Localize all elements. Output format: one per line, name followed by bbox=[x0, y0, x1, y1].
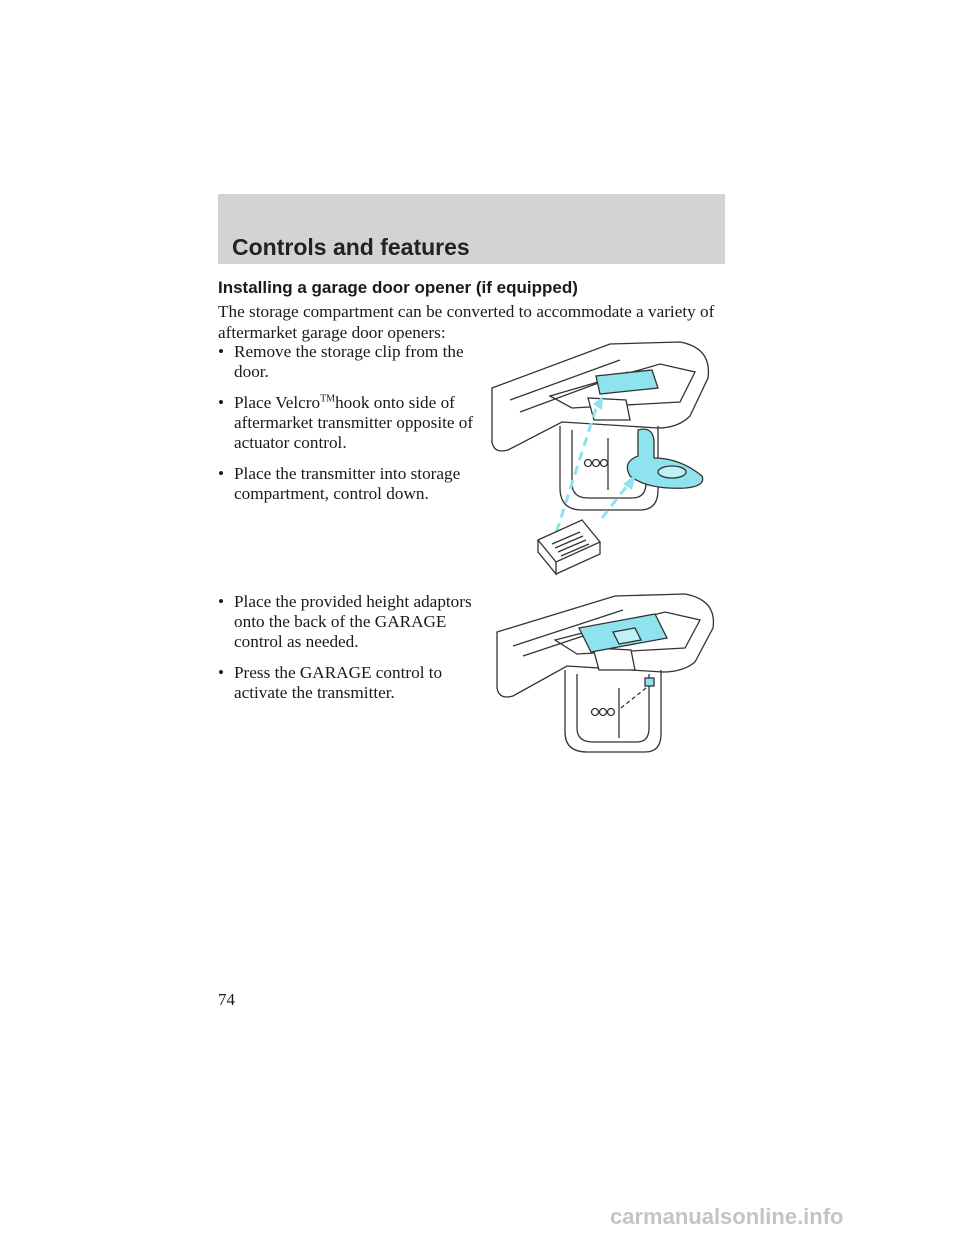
bullet: • bbox=[218, 393, 225, 412]
garage-transmitter bbox=[536, 519, 602, 576]
install-direction-arrows bbox=[550, 401, 632, 547]
list-item: • Press the GARAGE control to activate t… bbox=[218, 663, 478, 703]
section-subheading: Installing a garage door opener (if equi… bbox=[218, 278, 578, 297]
step-text-before: Place Velcro bbox=[234, 393, 321, 412]
step-text: Press the GARAGE control to activate the… bbox=[234, 663, 443, 702]
bullet: • bbox=[218, 592, 225, 611]
page-number: 74 bbox=[218, 990, 235, 1009]
list-item: • Place the provided height adaptors ont… bbox=[218, 592, 478, 652]
step-text: Place the provided height adaptors onto … bbox=[234, 592, 472, 651]
transmitter-install-illustration bbox=[491, 341, 710, 576]
steps-list-2: • Place the provided height adaptors ont… bbox=[218, 592, 478, 714]
garage-control-illustration bbox=[496, 593, 715, 753]
overhead-console-outline bbox=[496, 593, 715, 753]
garage-control-button bbox=[644, 677, 655, 687]
velcro-pad bbox=[595, 369, 659, 395]
steps-list-1: • Remove the storage clip from the door.… bbox=[218, 342, 478, 515]
list-item: • Place VelcroTMhook onto side of afterm… bbox=[218, 393, 478, 453]
watermark: carmanualsonline.info bbox=[610, 1204, 844, 1229]
arrow-head-diag bbox=[623, 474, 636, 490]
bullet: • bbox=[218, 342, 225, 361]
bullet: • bbox=[218, 663, 225, 682]
arrow-head-up bbox=[593, 396, 603, 410]
intro-paragraph: The storage compartment can be converted… bbox=[218, 302, 715, 342]
step-text: Remove the storage clip from the door. bbox=[234, 342, 464, 381]
step-text-after: hook onto side of aftermarket transmitte… bbox=[234, 393, 474, 452]
bullet: • bbox=[218, 464, 225, 483]
list-item: • Remove the storage clip from the door. bbox=[218, 342, 478, 382]
section-header-band: Controls and features bbox=[218, 194, 725, 264]
actuator-control bbox=[626, 428, 704, 489]
trademark-symbol: TM bbox=[320, 393, 336, 405]
list-item: • Place the transmitter into storage com… bbox=[218, 464, 478, 504]
section-title: Controls and features bbox=[232, 234, 470, 260]
step-text: Place the transmitter into storage compa… bbox=[234, 464, 461, 503]
